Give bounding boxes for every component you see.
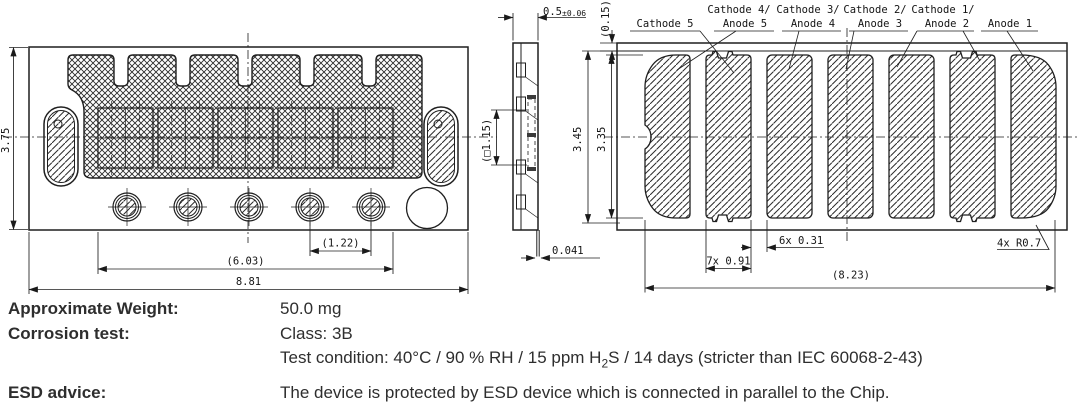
pad-3 [766, 54, 813, 219]
dim-back-pad-gap: 6x 0.31 [779, 235, 823, 247]
dim-front-width: 8.81 [236, 276, 261, 288]
dim-side-chip-size: (□1.15) [481, 119, 493, 163]
side-lead-foil [536, 230, 540, 257]
spec-row-weight: Approximate Weight: 50.0 mg [0, 297, 1080, 322]
back-view-dimensions: (0.15) 3.45 3.35 7x 0.91 6x 0.31 (8.23) … [572, 0, 1056, 293]
pad-2 [705, 50, 752, 223]
pad-label-cathode5: Cathode 5 [637, 18, 694, 30]
pad-5 [888, 54, 935, 219]
dim-front-hole-pitch: (1.22) [322, 238, 360, 250]
dim-side-thickness-tol: ±0.06 [562, 9, 586, 18]
dim-back-span: (8.23) [832, 270, 870, 282]
specs-block: Approximate Weight: 50.0 mg Corrosion te… [0, 297, 1080, 405]
pad-labels: Cathode 4/ Cathode 3/ Cathode 2/ Cathode… [630, 4, 1038, 74]
front-emitter-windows [97, 101, 394, 175]
esd-value: The device is protected by ESD device wh… [280, 382, 890, 402]
back-solder-pads [644, 50, 1057, 223]
spec-row-test-condition: Test condition: 40°C / 90 % RH / 15 ppm … [0, 346, 1080, 371]
pad-label-anode5: Anode 5 [723, 18, 767, 30]
pad-4 [827, 54, 874, 219]
pad-label-anode1: Anode 1 [988, 18, 1032, 30]
dim-back-step: (0.15) [600, 0, 612, 38]
front-view [3, 33, 497, 243]
side-view-dimensions: 0.5 ±0.06 (□1.15) 0.041 [481, 6, 600, 262]
pad-label-cathode2: Cathode 2/ [843, 4, 906, 16]
pad-label-cathode1: Cathode 1/ [911, 4, 974, 16]
side-chip-stack [527, 95, 536, 171]
back-view [604, 28, 1078, 243]
pad-6 [949, 50, 996, 223]
dim-front-window-span: (6.03) [227, 256, 265, 268]
pad-label-anode2: Anode 2 [925, 18, 969, 30]
side-view [512, 42, 540, 257]
front-right-capsule [423, 106, 459, 187]
spec-row-esd: ESD advice: The device is protected by E… [0, 381, 1080, 406]
pad-1 [644, 54, 691, 219]
front-plated-holes [108, 186, 449, 230]
dim-front-height: 3.75 [0, 128, 12, 153]
front-molded-body [67, 54, 423, 179]
pad-label-anode4: Anode 4 [791, 18, 835, 30]
weight-value: 50.0 mg [280, 299, 342, 318]
pad-leader-lines [676, 30, 1034, 74]
test-condition-value: Test condition: 40°C / 90 % RH / 15 ppm … [280, 348, 923, 371]
package-outline-drawing: 3.75 (1.22) (6.03) 8.81 [0, 0, 1078, 294]
pad-label-anode3: Anode 3 [858, 18, 902, 30]
corrosion-value: Class: 3B [280, 323, 353, 343]
esd-label: ESD advice: [8, 382, 107, 402]
side-terminal-tabs [516, 62, 539, 219]
front-left-capsule [43, 106, 79, 187]
dim-back-outer-height: 3.45 [572, 127, 584, 152]
front-view-dimensions: 3.75 (1.22) (6.03) 8.81 [0, 47, 469, 294]
dim-back-pad-height: 3.35 [596, 127, 608, 152]
front-package-outline [28, 46, 469, 231]
pad-label-cathode3: Cathode 3/ [776, 4, 839, 16]
dim-side-thickness: 0.5 [543, 6, 562, 18]
pad-label-cathode4: Cathode 4/ [707, 4, 770, 16]
dim-side-lead-thickness: 0.041 [552, 245, 584, 257]
back-package-outline [616, 42, 1068, 231]
spec-row-corrosion: Corrosion test: Class: 3B [0, 322, 1080, 347]
front-index-circle [405, 186, 449, 230]
weight-label: Approximate Weight: [8, 299, 179, 318]
dim-back-corner-radius: 4x R0.7 [997, 238, 1041, 250]
pad-7 [1010, 54, 1057, 219]
dim-back-pad-width: 7x 0.91 [706, 256, 750, 268]
side-profile-outline [512, 42, 539, 231]
corrosion-label: Corrosion test: [8, 323, 130, 343]
